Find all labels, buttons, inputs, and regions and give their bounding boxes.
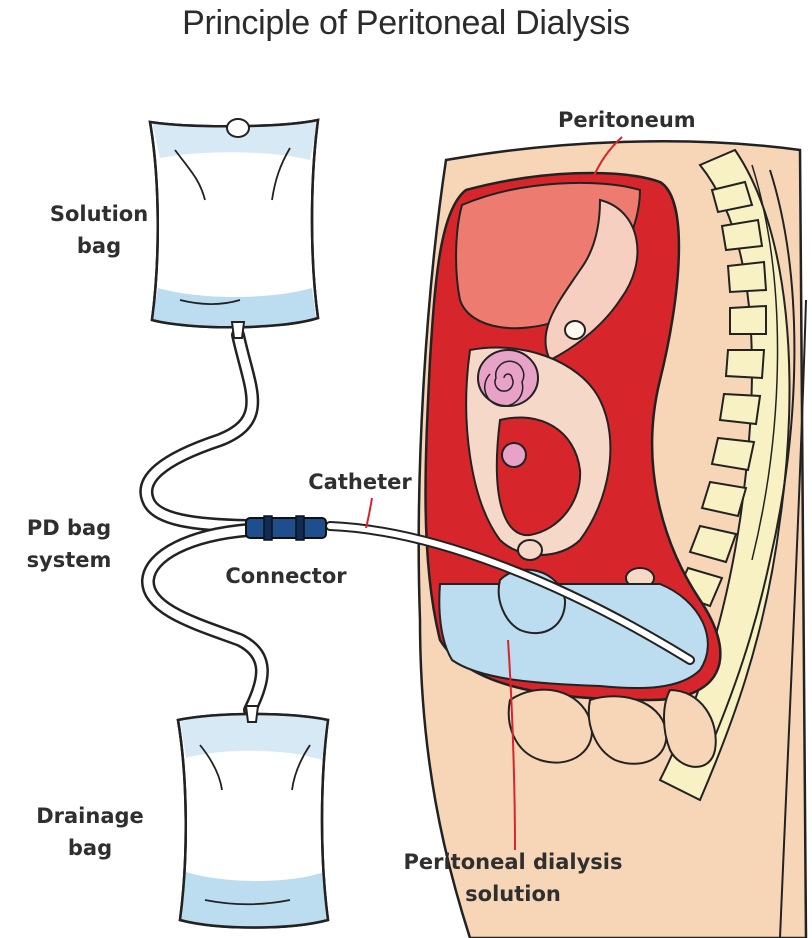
drainage-bag (178, 706, 328, 928)
label-pd-bag-system: PD bag system (14, 512, 124, 576)
label-connector: Connector (218, 560, 354, 592)
label-peritoneum: Peritoneum (558, 104, 688, 136)
tubing (146, 335, 262, 710)
label-solution-bag: Solution bag (44, 198, 154, 262)
solution-bag (150, 119, 318, 338)
ovary (502, 443, 526, 467)
connector (246, 516, 326, 540)
label-drainage-bag: Drainage bag (30, 800, 150, 864)
label-peritoneal-dialysis-solution: Peritoneal dialysis solution (398, 846, 628, 910)
label-catheter: Catheter (304, 466, 416, 498)
kidney (478, 350, 538, 406)
